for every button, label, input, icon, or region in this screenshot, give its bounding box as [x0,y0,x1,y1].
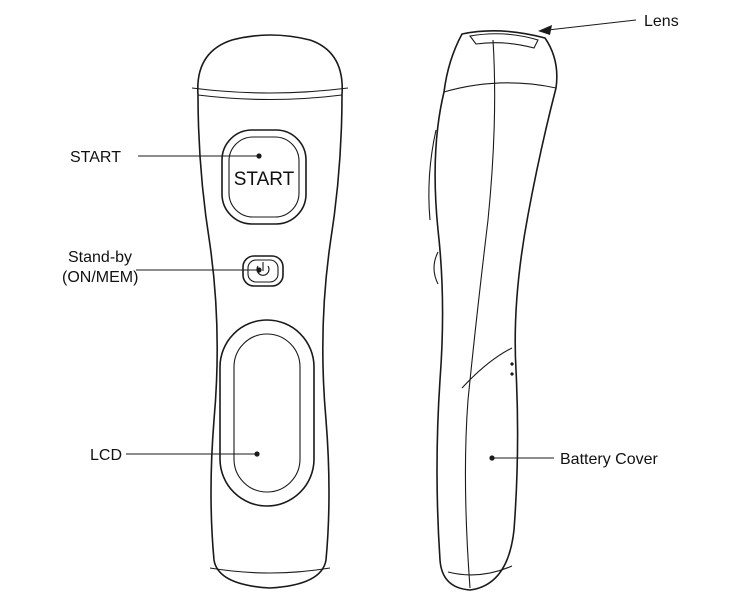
battery-cover-edge [461,347,513,389]
front-bottom-cap [209,567,331,574]
label-standby-line2: (ON/MEM) [62,269,138,286]
side-view [428,30,558,591]
label-start: START [70,149,121,166]
callout-lens: Lens [538,13,679,35]
callout-standby: Stand-by (ON/MEM) [62,249,262,286]
start-button[interactable]: START [221,129,307,225]
front-view: START [191,34,349,589]
callout-battery-cover: Battery Cover [489,451,658,468]
side-start-bump [428,129,437,221]
callout-start: START [70,149,262,166]
label-battery-cover: Battery Cover [560,451,658,468]
lcd-window [219,319,315,507]
front-head-cap [191,87,349,94]
callout-lcd: LCD [90,447,260,464]
label-lens: Lens [644,13,679,30]
standby-button[interactable] [242,255,284,287]
lens-arrowhead [538,25,552,35]
front-body-outline [197,34,343,589]
label-standby-line1: Stand-by [68,249,132,266]
side-standby-bump [433,251,439,285]
lens-shape [469,33,539,49]
start-button-text: START [234,169,295,190]
side-seam [464,39,496,589]
label-lcd: LCD [90,447,122,464]
side-body-outline [434,30,558,591]
